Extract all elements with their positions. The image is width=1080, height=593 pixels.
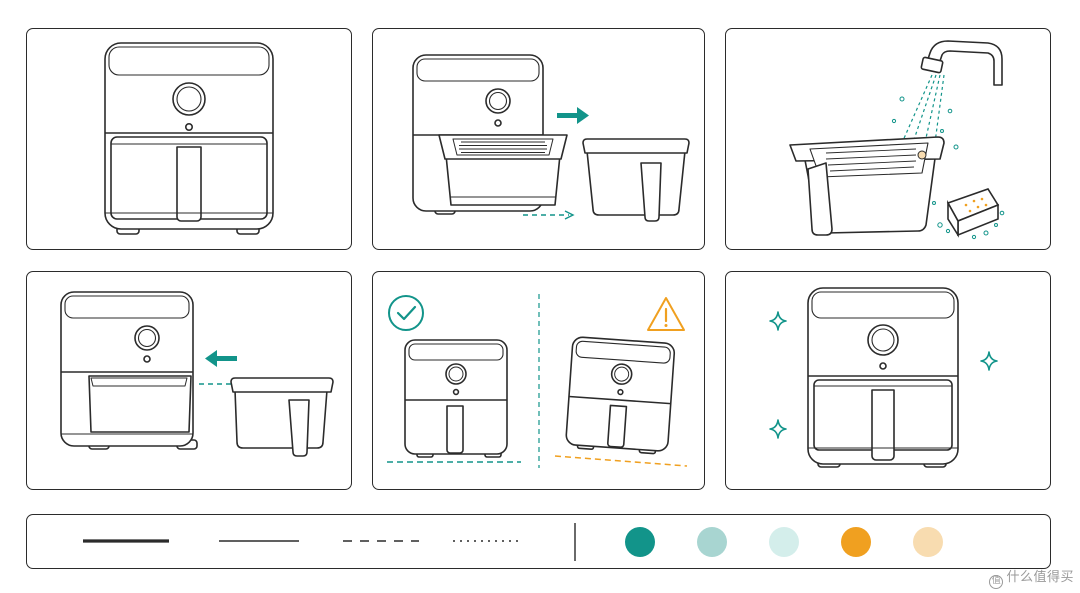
sparkle-icon	[980, 351, 998, 371]
swatch-orange-pale	[913, 527, 943, 557]
swatch-orange	[841, 527, 871, 557]
legend-bar	[26, 514, 1051, 569]
check-circle-icon	[388, 295, 424, 331]
swatch-teal-pale	[769, 527, 799, 557]
remove-basket-illustration	[412, 54, 690, 222]
warning-triangle-icon	[647, 297, 685, 331]
legend-swatches	[83, 523, 943, 561]
swatch-teal	[625, 527, 655, 557]
watermark-logo-icon: 值	[989, 575, 1004, 589]
sparkle-icon	[769, 419, 787, 439]
arrow-icon	[205, 350, 237, 367]
panel-wash-basket	[725, 28, 1051, 250]
panel-placement	[372, 271, 705, 490]
panel-remove-basket	[372, 28, 705, 250]
placement-illustration	[387, 294, 688, 468]
panel-clean-fryer	[725, 271, 1051, 490]
panel-fryer-front	[26, 28, 352, 250]
wash-basket-illustration	[789, 40, 1005, 240]
faucet-icon	[920, 40, 1003, 86]
sparkle-icon	[769, 311, 787, 331]
arrow-icon	[557, 107, 589, 124]
insert-basket-illustration	[60, 291, 334, 457]
fryer-front-illustration	[104, 42, 274, 235]
watermark-text: 什么值得买	[1006, 570, 1074, 585]
clean-fryer-illustration	[769, 287, 998, 468]
sponge-icon	[946, 188, 1000, 238]
watermark: 值什么值得买	[989, 566, 1074, 589]
swatch-teal-light	[697, 527, 727, 557]
panel-insert-basket	[26, 271, 352, 490]
